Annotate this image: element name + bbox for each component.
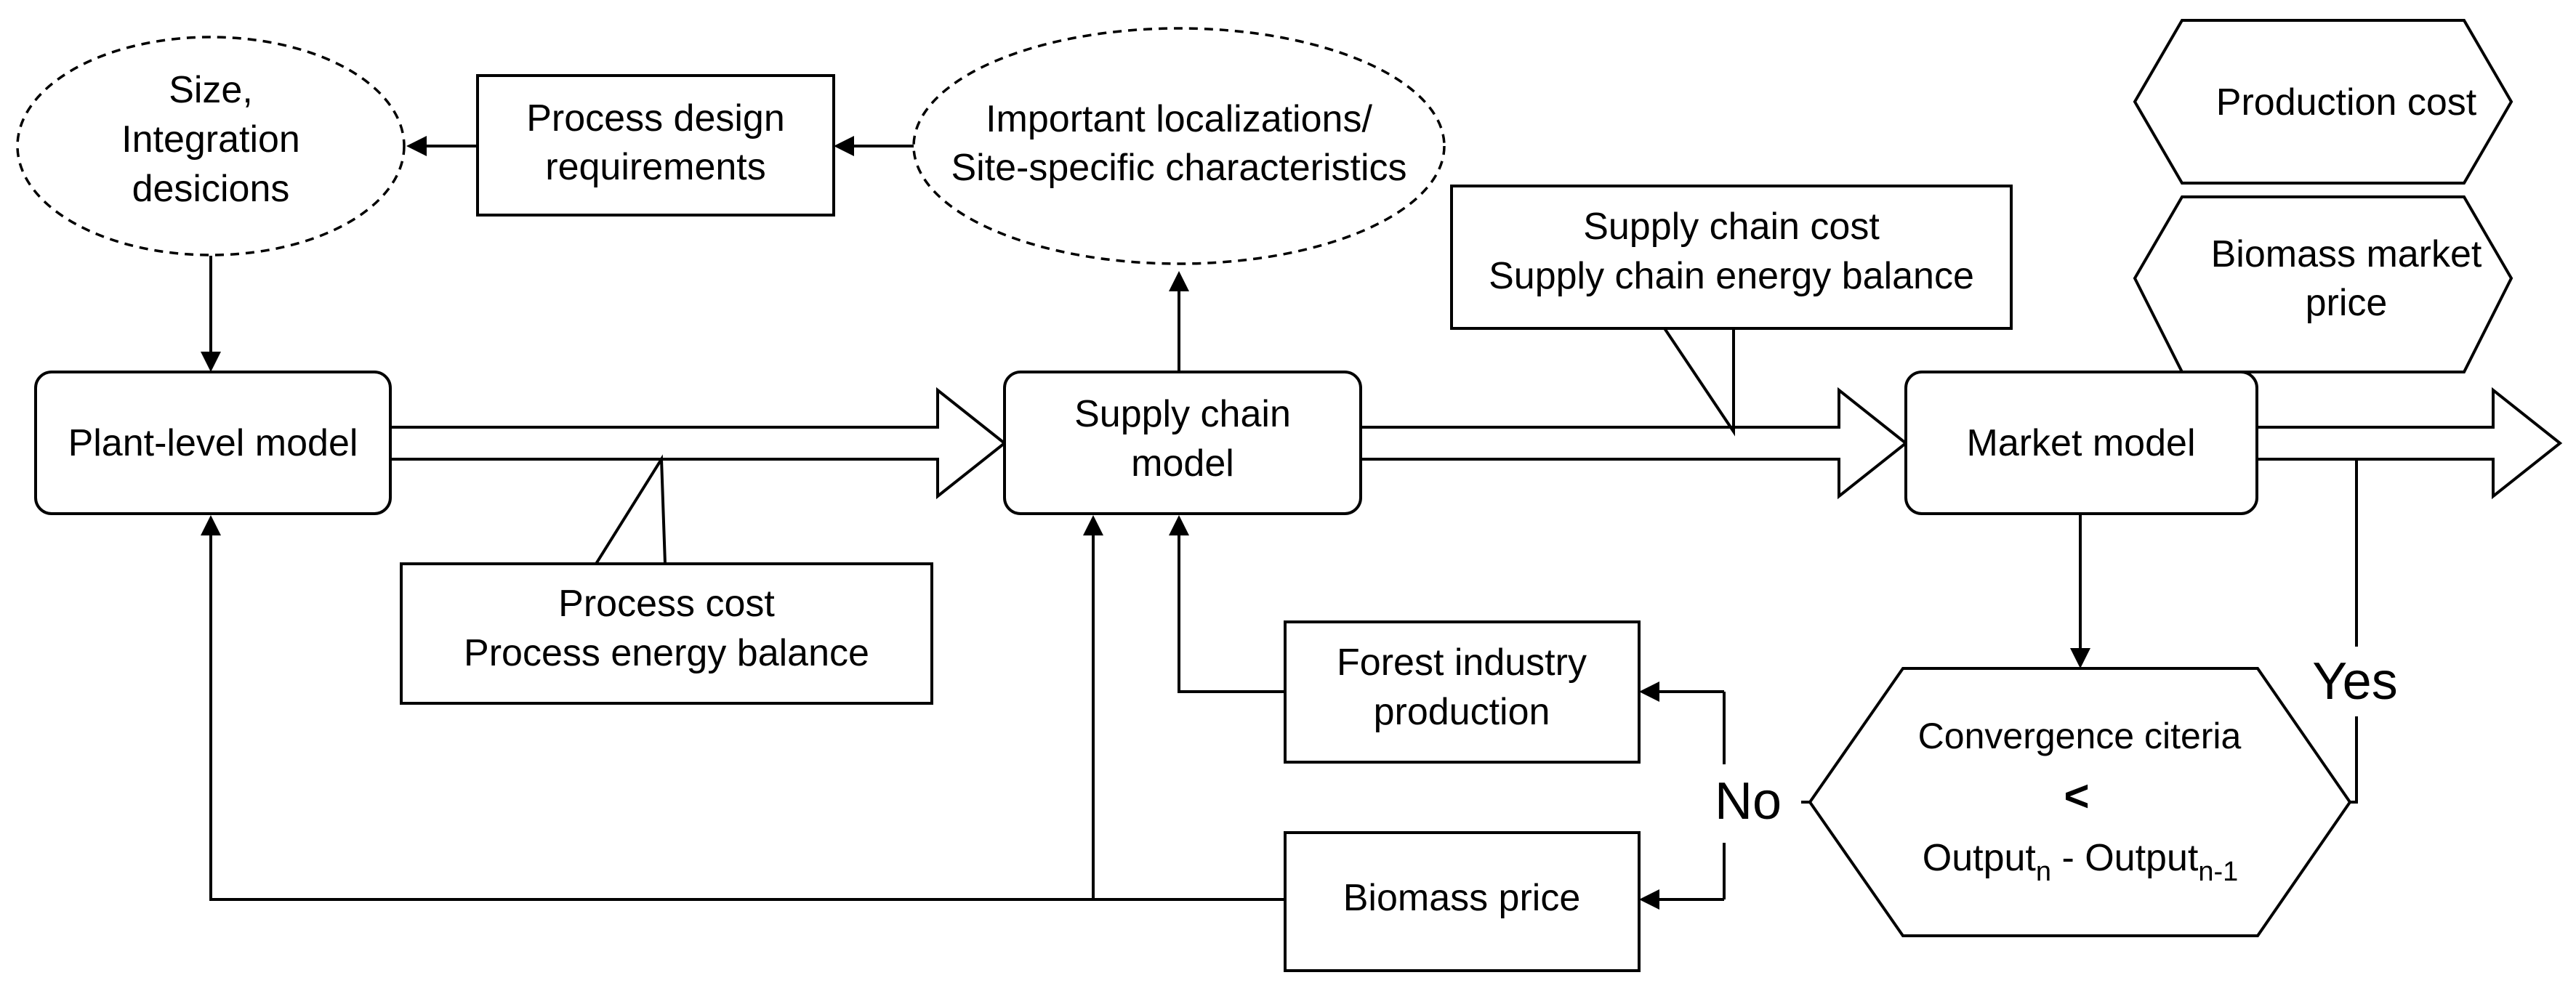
fat-arrow-supply-to-market xyxy=(1359,387,1909,500)
note-box xyxy=(400,562,933,705)
callout-pointer xyxy=(595,454,667,565)
hexagon-shape xyxy=(1808,667,2352,937)
arrowhead-down-icon xyxy=(2070,648,2090,668)
node-line-2: production xyxy=(1374,691,1550,733)
formula-subscript-n-1: n-1 xyxy=(2198,857,2238,887)
node-line-2: Site-specific characteristics xyxy=(951,147,1406,189)
node-line-1: Size, xyxy=(169,69,253,111)
node-size-integration: Size, Integration desicions xyxy=(16,36,406,256)
rect-shape xyxy=(476,74,835,217)
edge-forest-to-supply xyxy=(1178,530,1285,693)
node-line-1: Convergence citeria xyxy=(1918,716,2242,756)
node-symbol: < xyxy=(2064,772,2089,820)
ellipse-shape xyxy=(16,36,406,256)
node-biomass-price: Biomass price xyxy=(1284,831,1641,972)
node-line-2: model xyxy=(1131,442,1234,485)
rounded-rect-shape xyxy=(1003,371,1362,515)
node-process-design: Process design requirements xyxy=(476,74,835,217)
node-line-1: Supply chain xyxy=(1074,393,1291,435)
node-label: Plant-level model xyxy=(68,422,358,464)
node-plant-level-model: Plant-level model xyxy=(34,371,392,515)
fat-arrows xyxy=(389,387,2563,500)
callout-process-cost: Process cost Process energy balance xyxy=(400,454,933,705)
note-line-2: Process energy balance xyxy=(464,632,869,674)
note-line-2: Supply chain energy balance xyxy=(1489,255,1974,297)
node-formula: Outputn - Outputn-1 xyxy=(1923,837,2238,887)
arrowhead-up-icon xyxy=(1083,515,1103,535)
arrowhead-up-icon xyxy=(1169,271,1189,291)
node-label: Market model xyxy=(1967,422,2196,464)
label-yes-bg xyxy=(2301,647,2411,716)
rect-shape xyxy=(1284,620,1641,764)
edge-biomass-to-plant xyxy=(209,530,1285,901)
arrowhead-left-icon xyxy=(406,136,427,156)
arrowhead-up-icon xyxy=(1169,515,1189,535)
hexagon-shape xyxy=(2133,195,2513,373)
node-line-3: desicions xyxy=(132,168,290,210)
fat-arrow-plant-to-supply xyxy=(389,387,1007,500)
node-market-model: Market model xyxy=(1904,371,2258,515)
ellipse-shape xyxy=(912,27,1446,265)
edge-label-yes: Yes xyxy=(2312,652,2397,711)
node-localizations: Important localizations/ Site-specific c… xyxy=(912,27,1446,265)
label-no-bg xyxy=(1699,770,1801,840)
arrowhead-left-icon xyxy=(834,136,854,156)
rect-shape xyxy=(1284,831,1641,972)
edge-yes xyxy=(2350,452,2358,804)
rounded-rect-shape xyxy=(1904,371,2258,515)
hexagon-shape xyxy=(2133,19,2513,185)
arrowhead-down-icon xyxy=(201,352,221,372)
node-forest-industry: Forest industry production xyxy=(1284,620,1641,764)
node-convergence: Convergence citeria < Outputn - Outputn-… xyxy=(1808,667,2352,937)
fat-arrow-market-output xyxy=(2255,387,2563,500)
edge-label-no: No xyxy=(1715,772,1782,830)
node-label: Production cost xyxy=(2216,81,2477,124)
note-box xyxy=(1450,185,2013,330)
callout-pointer xyxy=(1663,327,1735,437)
arrowhead-left-icon xyxy=(1639,889,1659,910)
arrowhead-left-icon xyxy=(1639,681,1659,702)
node-line-1: Biomass market xyxy=(2211,233,2482,275)
node-supply-chain-model: Supply chain model xyxy=(1003,371,1362,515)
node-line-1: Important localizations/ xyxy=(986,98,1372,140)
node-production-cost: Production cost xyxy=(2133,19,2513,185)
node-line-2: requirements xyxy=(545,146,765,188)
node-line-1: Process design xyxy=(526,97,785,139)
node-line-2: price xyxy=(2306,282,2388,324)
formula-subscript-n: n xyxy=(2036,857,2051,887)
node-line-1: Forest industry xyxy=(1337,642,1587,684)
node-biomass-market-price: Biomass market price xyxy=(2133,195,2513,373)
rounded-rect-shape xyxy=(34,371,392,515)
arrowhead-up-icon xyxy=(201,515,221,535)
formula-minus-output: - Output xyxy=(2051,837,2199,879)
formula-output-n: Output xyxy=(1923,837,2037,879)
note-line-1: Process cost xyxy=(558,583,775,625)
node-label: Biomass price xyxy=(1343,877,1581,919)
node-line-2: Integration xyxy=(121,118,300,161)
note-line-1: Supply chain cost xyxy=(1583,206,1880,248)
callout-supply-chain-cost: Supply chain cost Supply chain energy ba… xyxy=(1450,185,2013,437)
